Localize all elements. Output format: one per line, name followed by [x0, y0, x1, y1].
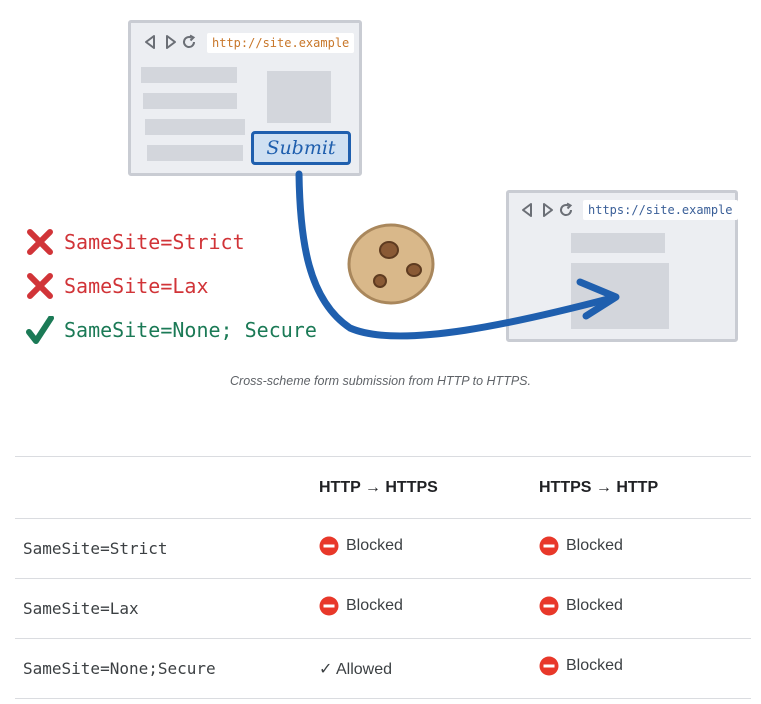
content-placeholder — [143, 93, 237, 109]
table-header-cell — [15, 456, 311, 519]
cookie-icon — [347, 223, 435, 305]
legend-item: SameSite=Strict — [26, 220, 317, 264]
status-label: Blocked — [346, 537, 403, 554]
http-browser-window: http://site.example Submit — [128, 20, 362, 176]
table-row: SameSite=Lax Blocked Blocked — [15, 578, 751, 639]
blocked-icon — [539, 656, 559, 676]
content-placeholder — [571, 233, 665, 253]
legend-label: SameSite=Lax — [64, 274, 209, 298]
attribute-cell: SameSite=Strict — [15, 518, 311, 579]
status-label: Blocked — [566, 657, 623, 674]
cross-scheme-compat-table: HTTP → HTTPS HTTPS → HTTP SameSite=Stric… — [15, 456, 751, 699]
blocked-icon — [539, 536, 559, 556]
submit-button[interactable]: Submit — [251, 131, 351, 165]
forward-icon — [539, 202, 555, 218]
table-row: SameSite=Strict Blocked Blocked — [15, 518, 751, 579]
content-placeholder — [147, 145, 243, 161]
address-bar: https://site.example — [583, 200, 738, 220]
image-placeholder — [267, 71, 331, 123]
content-placeholder — [145, 119, 245, 135]
table-header-cell: HTTP → HTTPS — [311, 456, 531, 519]
reload-icon — [181, 34, 197, 50]
address-bar: http://site.example — [207, 33, 355, 53]
reload-icon — [558, 202, 574, 218]
status-cell: Blocked — [311, 518, 531, 579]
status-cell: Blocked — [531, 518, 751, 579]
https-browser-window: https://site.example — [506, 190, 738, 342]
samesite-legend: SameSite=Strict SameSite=Lax SameSite=No… — [26, 220, 317, 352]
blocked-icon — [539, 596, 559, 616]
status-label: ✓ Allowed — [319, 660, 392, 678]
status-cell: Blocked — [531, 638, 751, 699]
content-placeholder — [571, 263, 669, 329]
red-x-icon — [27, 229, 53, 255]
red-x-icon — [27, 273, 53, 299]
table-header-row: HTTP → HTTPS HTTPS → HTTP — [15, 456, 751, 519]
table-header-cell: HTTPS → HTTP — [531, 456, 751, 519]
blocked-icon — [319, 596, 339, 616]
legend-item: SameSite=None; Secure — [26, 308, 317, 352]
figure-caption: Cross-scheme form submission from HTTP t… — [230, 374, 531, 388]
status-cell: ✓ Allowed — [311, 638, 531, 699]
back-icon — [520, 202, 536, 218]
attribute-cell: SameSite=Lax — [15, 578, 311, 639]
legend-item: SameSite=Lax — [26, 264, 317, 308]
green-checkmark-icon — [26, 316, 54, 344]
status-label: Blocked — [566, 537, 623, 554]
blocked-icon — [319, 536, 339, 556]
status-label: Blocked — [346, 597, 403, 614]
status-cell: Blocked — [531, 578, 751, 639]
forward-icon — [162, 34, 178, 50]
browser-nav-controls — [143, 34, 197, 50]
browser-nav-controls — [520, 202, 574, 218]
content-placeholder — [141, 67, 237, 83]
status-cell: Blocked — [311, 578, 531, 639]
back-icon — [143, 34, 159, 50]
status-label: Blocked — [566, 597, 623, 614]
legend-label: SameSite=None; Secure — [64, 318, 317, 342]
table-row: SameSite=None;Secure ✓ Allowed Blocked — [15, 638, 751, 699]
attribute-cell: SameSite=None;Secure — [15, 638, 311, 699]
legend-label: SameSite=Strict — [64, 230, 245, 254]
illustration: http://site.example Submit https://site.… — [26, 20, 738, 352]
